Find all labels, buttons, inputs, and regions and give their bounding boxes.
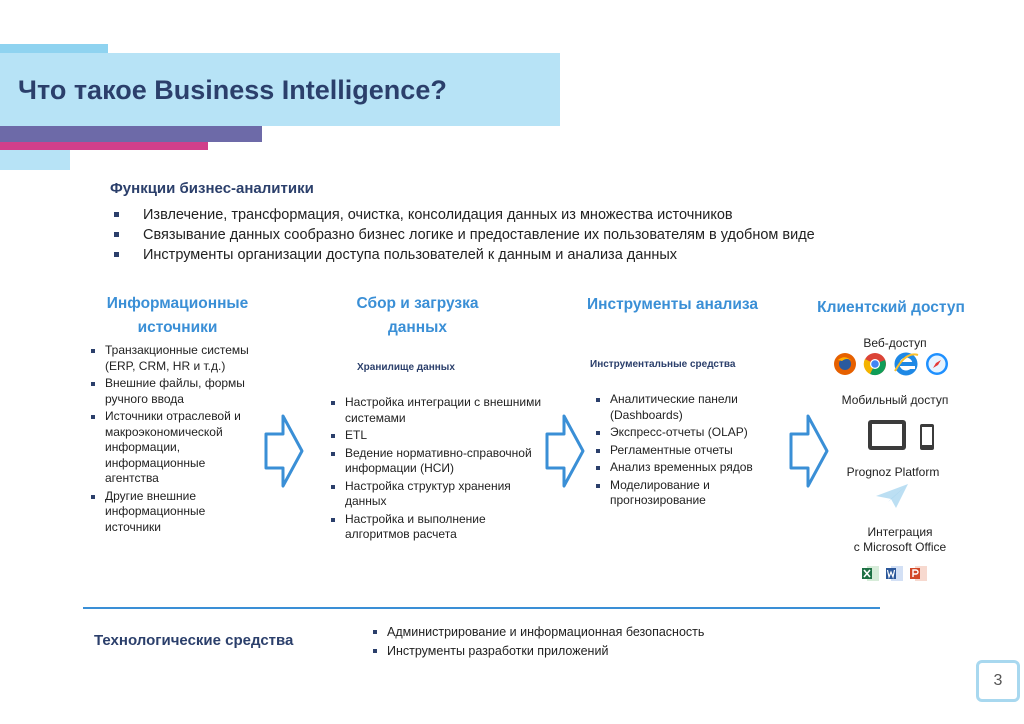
etl-subtitle: Хранилище данных — [357, 362, 455, 373]
etl-heading: Сбор и загрузка данных — [330, 292, 505, 340]
light-accent-bar — [0, 150, 70, 170]
list-item: Администрирование и информационная безоп… — [370, 623, 704, 642]
office-integration-label: Интеграция с Microsoft Office — [840, 525, 960, 555]
word-icon — [886, 566, 903, 581]
etl-heading-line1: Сбор и загрузка — [356, 295, 479, 312]
flow-arrow-icon — [789, 414, 829, 488]
sources-heading-line1: Информационные — [106, 295, 249, 312]
excel-icon — [862, 566, 879, 581]
page-title: Что такое Business Intelligence? — [18, 75, 447, 105]
list-item: Внешние файлы, формы ручного ввода — [88, 376, 258, 407]
list-item: Другие внешние информационные источники — [88, 489, 258, 536]
title-banner: Что такое Business Intelligence? — [0, 53, 560, 126]
powerpoint-icon — [910, 566, 927, 581]
etl-heading-line2: данных — [387, 319, 448, 336]
functions-list: Извлечение, трансформация, очистка, конс… — [110, 205, 815, 265]
list-item: Настройка интеграции с внешними системам… — [328, 395, 543, 426]
list-item: Транзакционные системы (ERP, CRM, HR и т… — [88, 343, 258, 374]
tech-list: Администрирование и информационная безоп… — [370, 623, 704, 661]
analysis-list: Аналитические панели (Dashboards) Экспре… — [593, 392, 778, 511]
browser-icons — [833, 351, 949, 377]
smartphone-icon — [920, 424, 934, 450]
list-item: Инструменты организации доступа пользова… — [110, 245, 815, 265]
etl-list: Настройка интеграции с внешними системам… — [328, 395, 543, 545]
functions-title: Функции бизнес-аналитики — [110, 180, 314, 197]
internet-explorer-icon — [894, 352, 919, 376]
web-access-label: Веб-доступ — [863, 336, 927, 350]
header-accent-bar — [0, 44, 108, 53]
office-icons — [861, 565, 928, 582]
safari-icon — [926, 353, 948, 375]
mobile-access-label: Мобильный доступ — [841, 393, 949, 407]
list-item: Аналитические панели (Dashboards) — [593, 392, 778, 423]
list-item: Моделирование и прогнозирование — [593, 478, 778, 509]
section-divider — [83, 607, 880, 609]
list-item: Анализ временных рядов — [593, 460, 778, 476]
platform-label: Prognoz Platform — [846, 465, 940, 479]
purple-accent-bar — [0, 126, 262, 142]
device-icons — [867, 419, 935, 451]
analysis-subtitle: Инструментальные средства — [590, 359, 736, 370]
list-item: Извлечение, трансформация, очистка, конс… — [110, 205, 815, 225]
list-item: Ведение нормативно-справочной информации… — [328, 446, 543, 477]
tech-title: Технологические средства — [94, 632, 294, 649]
flow-arrow-icon — [545, 414, 585, 488]
list-item: Настройка структур хранения данных — [328, 479, 543, 510]
list-item: Экспресс-отчеты (OLAP) — [593, 425, 778, 441]
sources-heading-line2: источники — [137, 319, 218, 336]
office-integration-line2: с Microsoft Office — [853, 540, 947, 554]
tablet-icon — [868, 420, 906, 450]
chrome-icon — [863, 353, 886, 376]
list-item: Инструменты разработки приложений — [370, 642, 704, 661]
page-number: 3 — [976, 660, 1020, 702]
analysis-heading: Инструменты анализа — [586, 296, 759, 313]
list-item: Настройка и выполнение алгоритмов расчет… — [328, 512, 543, 543]
paper-plane-icon — [876, 484, 908, 508]
flow-arrow-icon — [264, 414, 304, 488]
office-integration-line1: Интеграция — [867, 525, 933, 539]
list-item: Источники отраслевой и макроэкономическо… — [88, 409, 258, 487]
sources-heading: Информационные источники — [85, 292, 270, 340]
list-item: Связывание данных сообразно бизнес логик… — [110, 225, 815, 245]
pink-accent-bar — [0, 142, 208, 150]
client-heading: Клиентский доступ — [817, 299, 965, 316]
sources-list: Транзакционные системы (ERP, CRM, HR и т… — [88, 343, 258, 537]
list-item: ETL — [328, 428, 543, 444]
firefox-icon — [834, 353, 856, 375]
list-item: Регламентные отчеты — [593, 443, 778, 459]
